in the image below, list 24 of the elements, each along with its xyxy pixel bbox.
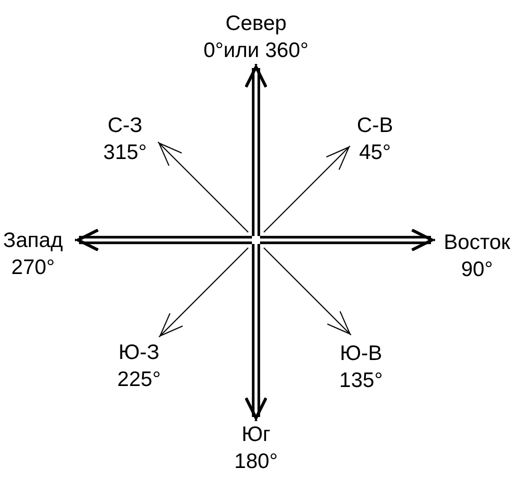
bearing-label: 225° [117,367,161,393]
double-arrow [258,228,436,252]
double-arrow [244,62,268,238]
direction-name: Север [225,11,287,37]
bearing-label: 180° [234,449,278,475]
arrow [263,247,352,336]
direction-name: Юг [242,422,270,448]
bearing-label: 90° [461,257,493,283]
direction-name: Восток [444,230,510,256]
direction-name: Ю-З [118,340,160,366]
bearing-label: 0°или 360° [203,38,309,64]
double-arrow [74,228,254,252]
direction-name: Запад [3,228,63,254]
direction-name: С-З [108,113,142,139]
bearing-label: 315° [103,140,147,166]
direction-name: Ю-В [340,341,382,367]
double-arrow [244,242,268,422]
bearing-label: 135° [339,368,383,394]
arrow [158,142,249,233]
bearing-label: 270° [11,255,55,281]
bearing-label: 45° [359,140,391,166]
arrow [158,247,249,338]
direction-name: С-В [356,113,394,139]
arrow [263,146,350,233]
